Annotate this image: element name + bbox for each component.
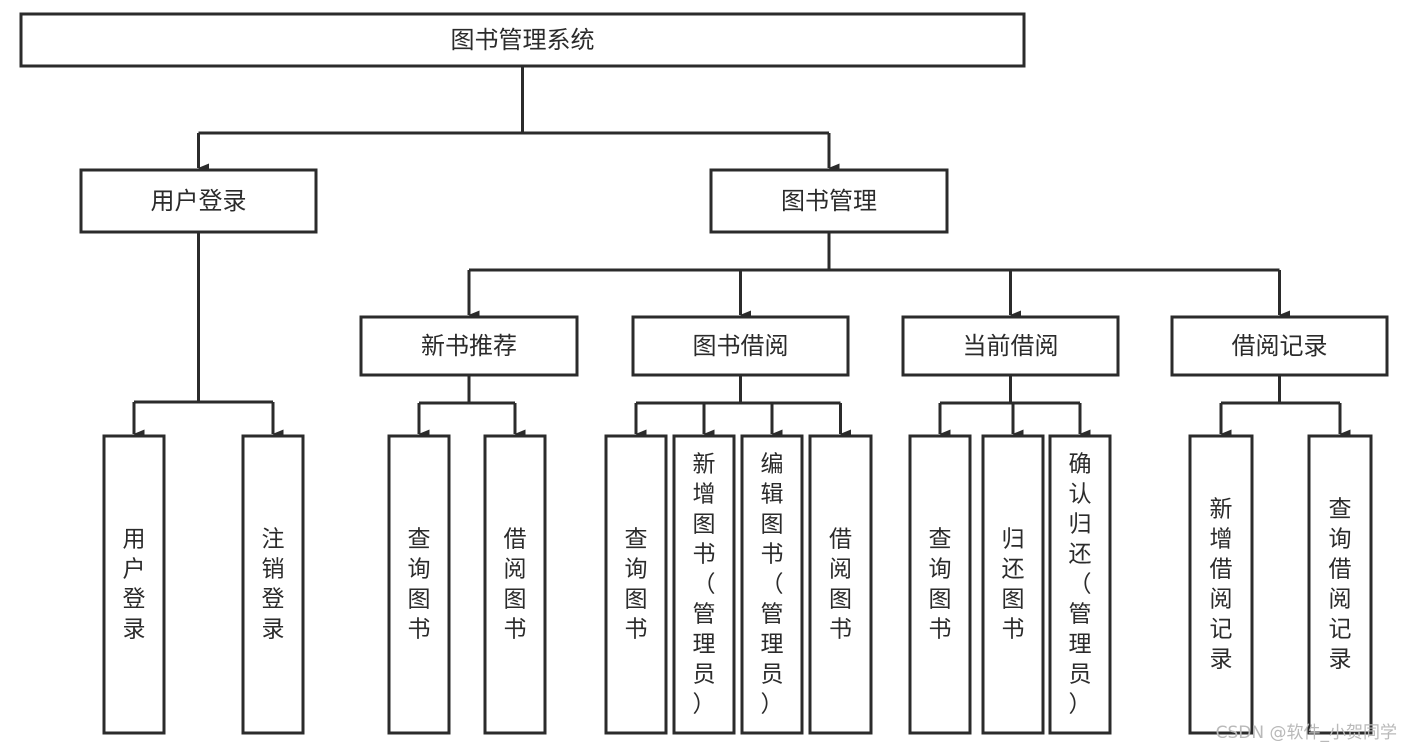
node-l-logout[interactable]: 注销登录 [241,434,305,735]
connector-layer [132,66,1351,439]
node-l-query2[interactable]: 查询图书 [604,434,668,735]
node-box[interactable] [709,168,949,234]
node-box[interactable] [740,434,804,735]
node-l-query1[interactable]: 查询图书 [387,434,451,735]
node-label: 借阅记录 [1232,332,1328,360]
node-box[interactable] [79,168,318,234]
node-box[interactable] [672,434,736,735]
connector-group-login [132,232,284,439]
node-root[interactable]: 图书管理系统 [19,12,1026,68]
node-label: 确认归还（管理员） [1069,451,1092,717]
node-box[interactable] [1307,434,1373,735]
node-label: 编辑图书（管理员） [761,451,784,717]
connector-group-records [1219,375,1351,439]
node-box[interactable] [1188,434,1254,735]
node-l-add[interactable]: 新增图书（管理员） [672,434,736,735]
node-label: 归还图书 [1002,526,1025,642]
node-login[interactable]: 用户登录 [79,168,318,234]
node-box[interactable] [102,434,166,735]
node-box[interactable] [631,315,850,377]
node-label: 图书管理 [781,187,877,215]
node-box[interactable] [19,12,1026,68]
node-label: 新增图书（管理员） [693,451,716,717]
node-box[interactable] [359,315,579,377]
node-label: 用户登录 [123,526,146,642]
node-label: 注销登录 [262,526,285,642]
connector-group-borrow [634,375,851,439]
connector-group-root [197,66,840,173]
connector-group-newbook [417,375,526,439]
node-l-edit[interactable]: 编辑图书（管理员） [740,434,804,735]
node-label: 当前借阅 [963,332,1059,360]
node-l-confirm[interactable]: 确认归还（管理员） [1048,434,1112,735]
node-label: 新增借阅记录 [1210,496,1233,672]
node-label: 新书推荐 [421,332,517,360]
node-l-return[interactable]: 归还图书 [981,434,1045,735]
node-l-login[interactable]: 用户登录 [102,434,166,735]
node-l-borrow2[interactable]: 借阅图书 [808,434,873,735]
node-label: 借阅图书 [504,526,527,642]
node-label: 用户登录 [151,187,247,215]
node-records[interactable]: 借阅记录 [1170,315,1389,377]
node-newbook[interactable]: 新书推荐 [359,315,579,377]
node-box[interactable] [981,434,1045,735]
node-box[interactable] [241,434,305,735]
node-label: 借阅图书 [829,526,852,642]
node-box[interactable] [808,434,873,735]
node-current[interactable]: 当前借阅 [901,315,1120,377]
node-layer: 图书管理系统用户登录图书管理新书推荐图书借阅当前借阅借阅记录用户登录注销登录查询… [19,12,1389,735]
node-box[interactable] [483,434,547,735]
node-box[interactable] [908,434,972,735]
node-l-borrow1[interactable]: 借阅图书 [483,434,547,735]
node-label: 查询图书 [929,526,952,642]
node-box[interactable] [387,434,451,735]
node-box[interactable] [604,434,668,735]
node-borrow[interactable]: 图书借阅 [631,315,850,377]
node-label: 查询借阅记录 [1329,496,1352,672]
node-label: 图书借阅 [693,332,789,360]
connector-group-current [938,375,1091,439]
node-box[interactable] [1170,315,1389,377]
node-label: 图书管理系统 [451,26,595,54]
node-l-addrec[interactable]: 新增借阅记录 [1188,434,1254,735]
connector-group-bookmgmt [467,232,1290,320]
node-box[interactable] [1048,434,1112,735]
node-label: 查询图书 [625,526,648,642]
node-box[interactable] [901,315,1120,377]
node-label: 查询图书 [408,526,431,642]
node-bookmgmt[interactable]: 图书管理 [709,168,949,234]
node-l-queryrec[interactable]: 查询借阅记录 [1307,434,1373,735]
node-l-query3[interactable]: 查询图书 [908,434,972,735]
